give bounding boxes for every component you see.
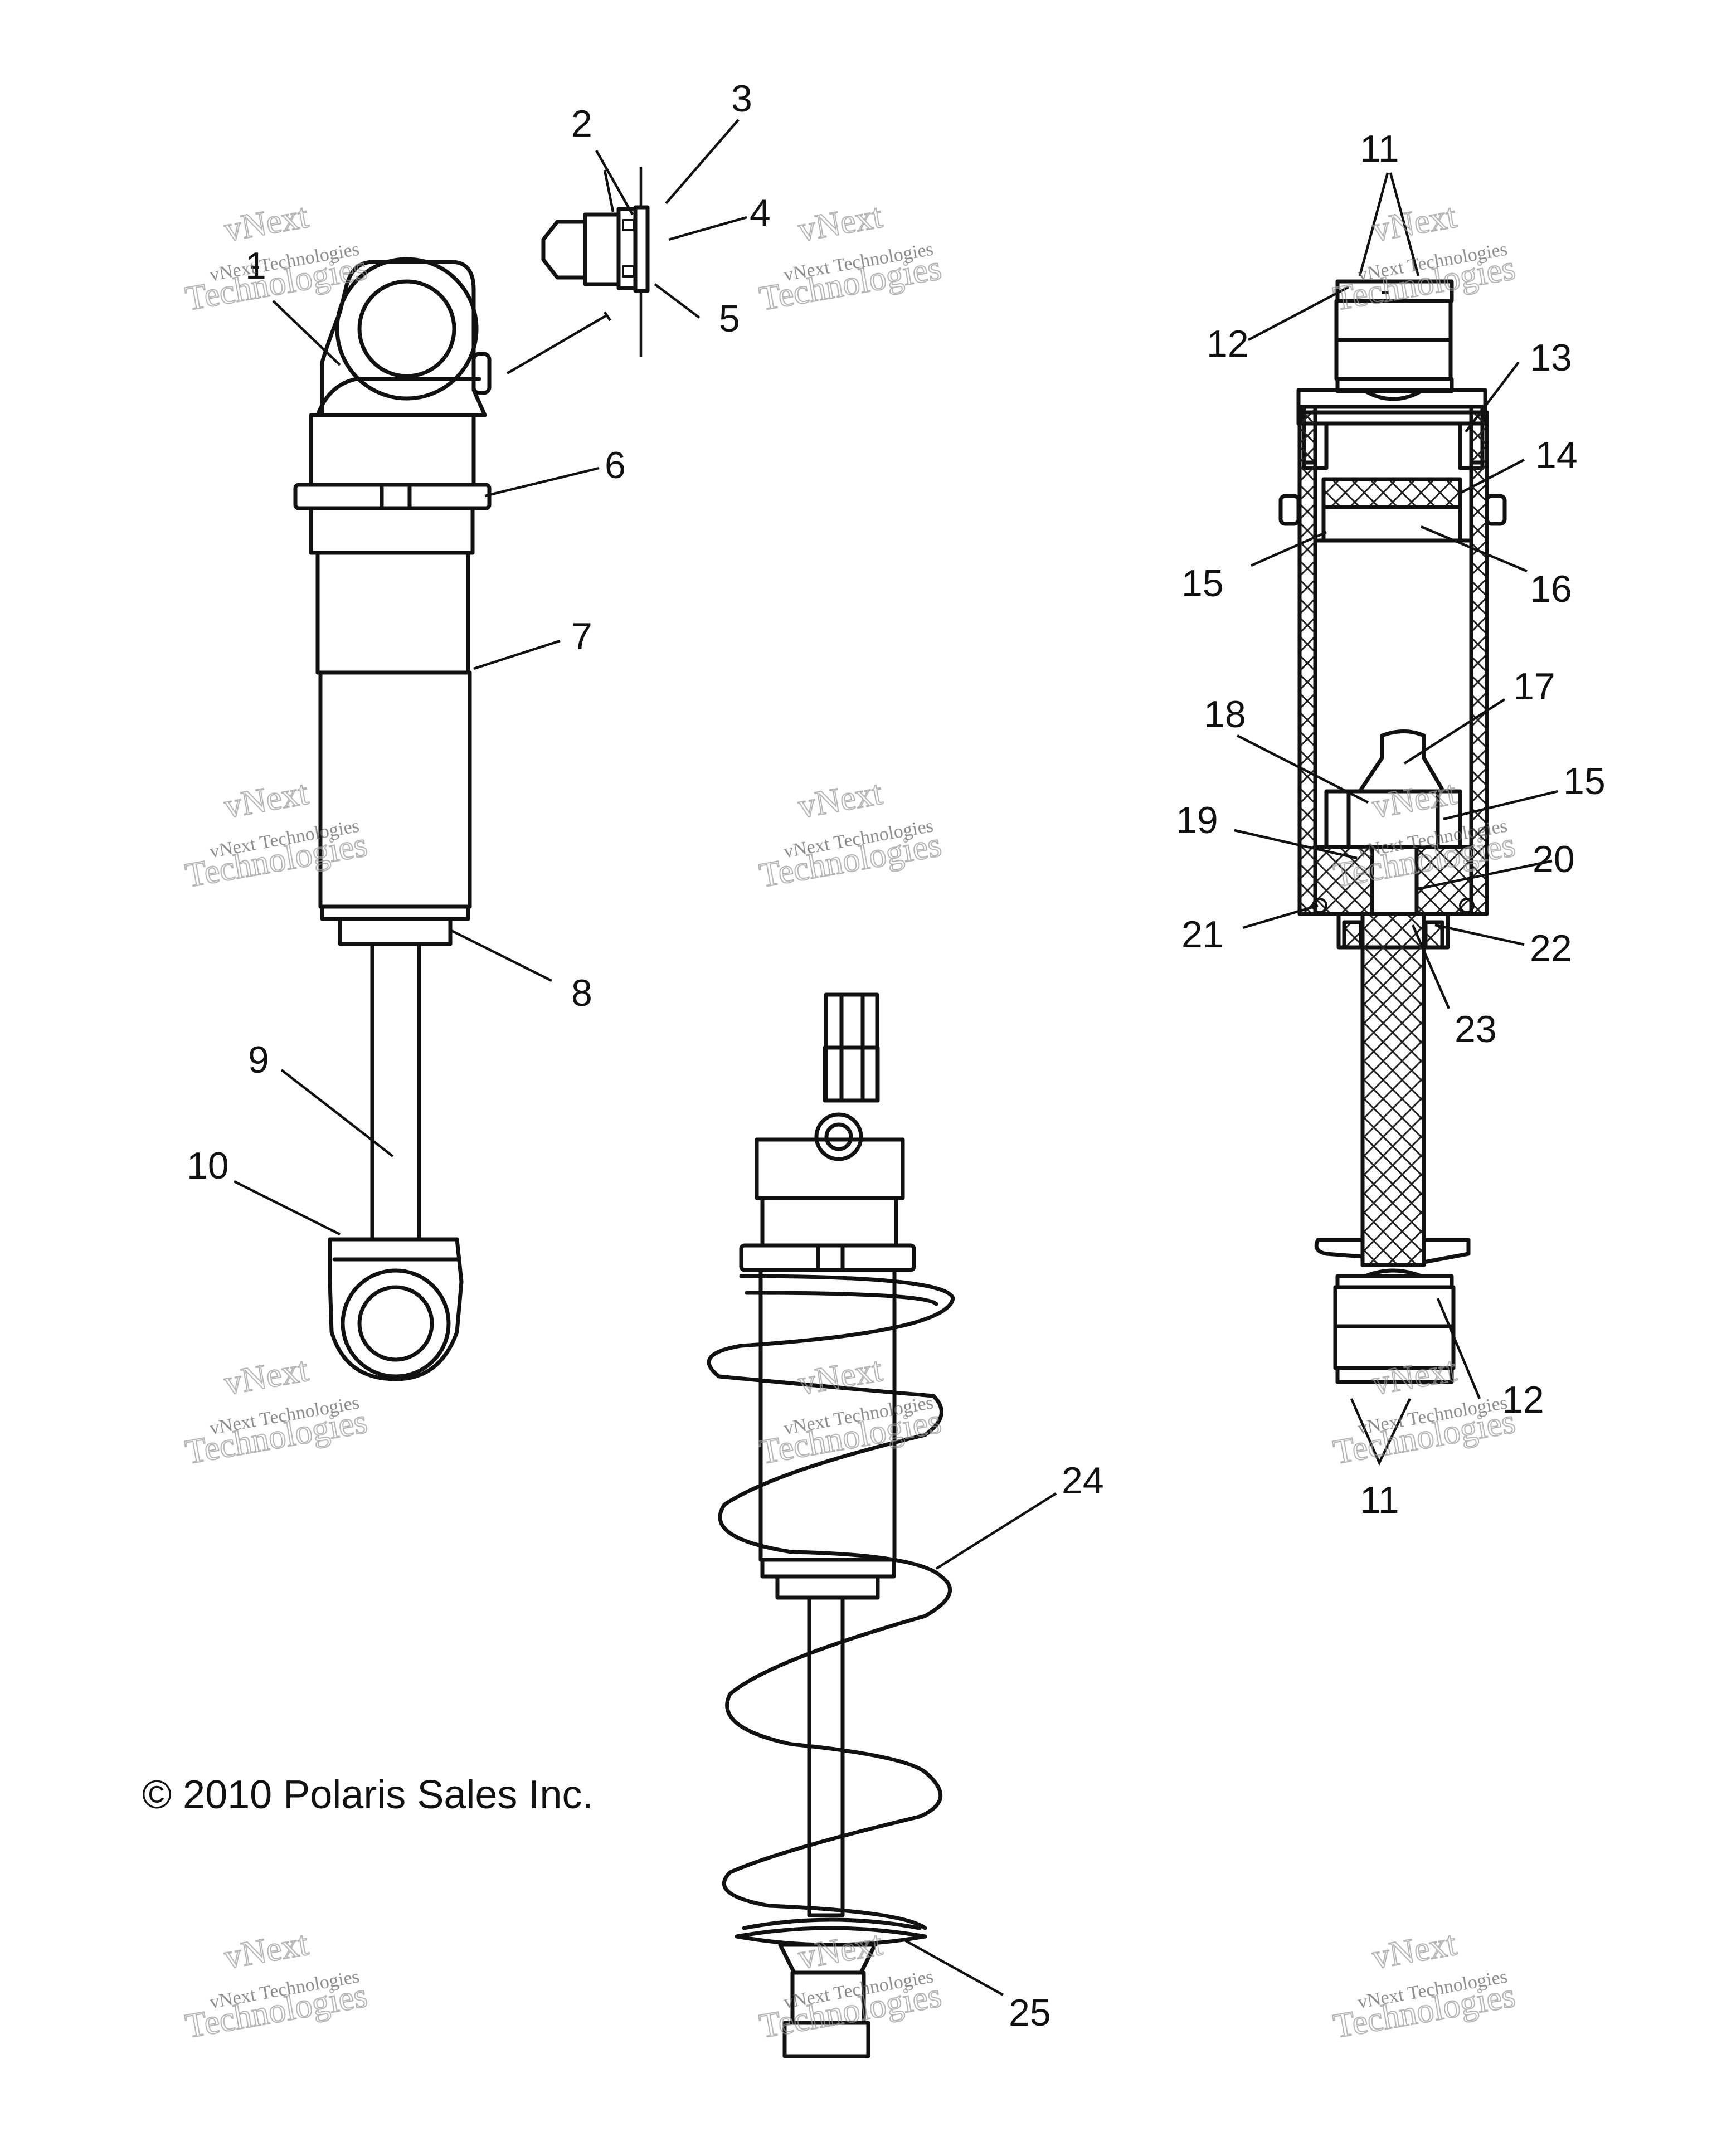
callout-5: 5 — [719, 298, 740, 340]
callout-22: 22 — [1530, 927, 1572, 970]
watermark: vNext Technologies vNext Technologies — [182, 1924, 371, 2046]
callout-9: 9 — [248, 1039, 269, 1081]
svg-text:vNext: vNext — [221, 774, 311, 826]
callout-2: 2 — [571, 103, 592, 145]
callout-8: 8 — [571, 972, 592, 1014]
watermark: vNext Technologies vNext Technologies — [756, 197, 945, 319]
svg-text:vNext: vNext — [795, 774, 885, 826]
callout-14: 14 — [1535, 434, 1578, 476]
svg-text:vNext: vNext — [1369, 1925, 1459, 1977]
shock-assembly-left — [293, 257, 609, 1381]
svg-text:vNext: vNext — [1369, 197, 1459, 249]
callout-15-lower: 15 — [1563, 760, 1606, 802]
copyright-notice: © 2010 Polaris Sales Inc. — [142, 1773, 593, 1817]
callout-23: 23 — [1455, 1008, 1497, 1050]
shock-assembly-with-spring — [707, 992, 955, 2058]
callout-6: 6 — [605, 444, 626, 486]
svg-text:vNext: vNext — [795, 1925, 885, 1977]
callout-12-bottom: 12 — [1502, 1379, 1544, 1421]
callout-1: 1 — [245, 245, 266, 287]
callout-11-bottom: 11 — [1360, 1479, 1399, 1521]
callout-12-top: 12 — [1207, 323, 1249, 365]
watermark: vNext Technologies vNext Technologies — [182, 1350, 371, 1472]
callout-21: 21 — [1181, 913, 1224, 956]
svg-text:vNext: vNext — [221, 1925, 311, 1977]
svg-text:vNext: vNext — [221, 1351, 311, 1403]
callout-labels: 1 2 3 4 5 6 7 8 9 10 11 11 12 12 13 14 1… — [187, 77, 1606, 2034]
svg-text:vNext: vNext — [221, 197, 311, 249]
callout-3: 3 — [731, 77, 752, 120]
watermark: vNext Technologies vNext Technologies — [756, 1350, 945, 1472]
callout-10: 10 — [187, 1145, 229, 1187]
callout-11-top: 11 — [1360, 128, 1399, 170]
callout-20: 20 — [1533, 838, 1575, 880]
watermark: vNext Technologies vNext Technologies — [756, 773, 945, 896]
callout-24: 24 — [1062, 1459, 1104, 1502]
watermark: vNext Technologies vNext Technologies — [1330, 1924, 1519, 2046]
callout-15-upper: 15 — [1181, 562, 1224, 605]
valve-fitting-detail — [541, 167, 650, 357]
callout-16: 16 — [1530, 568, 1572, 610]
callout-13: 13 — [1530, 337, 1572, 379]
watermark: vNext Technologies vNext Technologies — [182, 773, 371, 896]
callout-19: 19 — [1176, 799, 1218, 841]
shock-cutaway-section — [1278, 172, 1507, 1466]
watermark: vNext Technologies vNext Technologies — [182, 197, 371, 319]
callout-4: 4 — [750, 192, 771, 234]
callout-leaders — [233, 119, 1558, 1996]
callout-17: 17 — [1513, 665, 1555, 708]
watermark: vNext Technologies vNext Technologies — [1330, 1350, 1519, 1472]
svg-text:vNext: vNext — [795, 197, 885, 249]
callout-25: 25 — [1009, 1992, 1051, 2034]
svg-text:vNext: vNext — [1369, 1351, 1459, 1403]
callout-7: 7 — [571, 615, 592, 658]
callout-18: 18 — [1204, 693, 1246, 736]
svg-text:vNext: vNext — [795, 1351, 885, 1403]
watermark: vNext Technologies vNext Technologies — [1330, 197, 1519, 319]
